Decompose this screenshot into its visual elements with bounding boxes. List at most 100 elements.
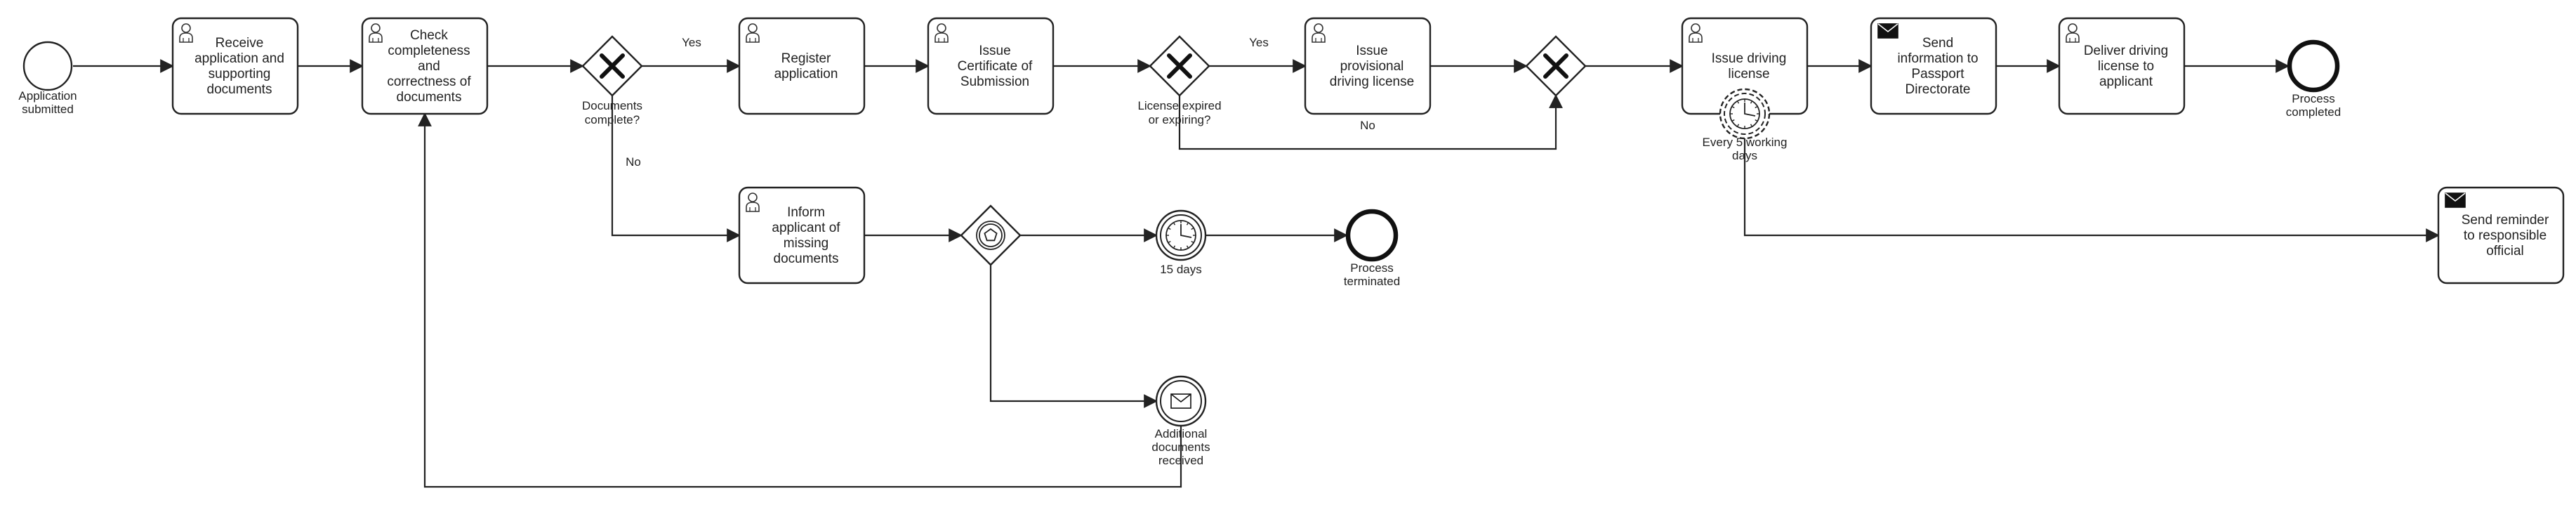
task-label: supporting [209, 67, 271, 81]
gateway-label: complete? [585, 113, 640, 126]
task-label: application [774, 67, 838, 81]
task-box[interactable] [738, 17, 866, 115]
flow-message-to-check[interactable] [418, 112, 1182, 488]
event-label: days [1732, 149, 1757, 162]
user-icon [2066, 23, 2080, 43]
task-label: Passport [1912, 67, 1965, 81]
task-label: Register [781, 51, 831, 66]
event-label: Process [1350, 261, 1393, 275]
flow-label-yes2: Yes [1249, 36, 1269, 49]
event-label: Process [2292, 92, 2334, 105]
user-icon [179, 23, 193, 43]
task-label: to responsible [2464, 228, 2547, 243]
flow-label-no1: No [626, 155, 641, 169]
task-box[interactable] [738, 186, 866, 285]
event-based-icon [976, 221, 1005, 250]
task-label: application and [194, 51, 284, 66]
exclusive-x-icon [1543, 53, 1568, 79]
task-label: documents [207, 82, 272, 97]
task-label: Inform [787, 205, 825, 220]
user-icon [746, 23, 760, 43]
exclusive-x-icon [1167, 53, 1192, 79]
flow-label-no2: No [1360, 119, 1375, 132]
task-label: and [418, 59, 440, 74]
task-box[interactable] [927, 17, 1055, 115]
task-box[interactable] [1304, 17, 1432, 115]
task-label: license to [2098, 59, 2154, 74]
user-icon [1312, 23, 1326, 43]
task-label: Deliver driving [2084, 44, 2168, 58]
flow-label-yes1: Yes [682, 36, 701, 49]
task-label: official [2486, 244, 2524, 259]
gateway-label: License expired [1137, 99, 1221, 112]
flow-eventgw-to-message[interactable] [989, 265, 1158, 408]
task-label: Send [1922, 36, 1953, 51]
task-label: Directorate [1905, 82, 1971, 97]
task-box[interactable] [2437, 186, 2565, 285]
flow-gateway-no-to-inform[interactable] [611, 96, 741, 242]
task-label: information to [1897, 51, 1978, 66]
clock-icon [1729, 98, 1760, 129]
task-label: missing [784, 236, 828, 251]
task-label: documents [397, 90, 462, 105]
event-label: submitted [22, 103, 74, 116]
user-icon [746, 192, 760, 212]
flow-boundary-to-reminder[interactable] [1743, 138, 2440, 242]
task-label: correctness of [387, 74, 471, 89]
event-label: documents [1151, 440, 1210, 454]
task-label: Issue driving [1712, 51, 1787, 66]
user-icon [934, 23, 949, 43]
task-label: provisional [1340, 59, 1404, 74]
task-box[interactable] [1870, 17, 1997, 115]
task-label: Receive [216, 36, 264, 51]
clock-icon [1165, 220, 1196, 251]
task-box[interactable] [171, 17, 299, 115]
task-label: Issue [979, 44, 1010, 58]
gateway-diamond[interactable] [960, 204, 1022, 266]
task-label: Send reminder [2462, 213, 2549, 228]
event-label: Every 5 working [1703, 136, 1788, 149]
task-label: completeness [388, 44, 470, 58]
gateway-label: Documents [582, 99, 642, 112]
task-label: documents [774, 251, 839, 266]
flow-gateway2-no-to-merge[interactable] [1178, 94, 1563, 150]
sequence-flows [73, 59, 2440, 488]
event-label: received [1158, 454, 1203, 467]
task-label: driving license [1330, 74, 1414, 89]
event-label: Additional [1155, 427, 1208, 440]
task-label: Submission [960, 74, 1029, 89]
exclusive-x-icon [600, 53, 625, 79]
task-box[interactable] [2058, 17, 2186, 115]
user-icon [369, 23, 383, 43]
gateway-event-based[interactable] [960, 204, 1022, 266]
task-box[interactable] [361, 17, 489, 115]
event-label: completed [2286, 105, 2341, 119]
task-label: license [1728, 67, 1769, 81]
gateway-merge[interactable] [1525, 35, 1587, 97]
event-label: terminated [1344, 275, 1400, 288]
timer-event-15-days[interactable]: 15 days [1155, 209, 1207, 276]
user-icon [1689, 23, 1703, 43]
event-label: 15 days [1160, 263, 1202, 276]
task-label: Issue [1356, 44, 1387, 58]
